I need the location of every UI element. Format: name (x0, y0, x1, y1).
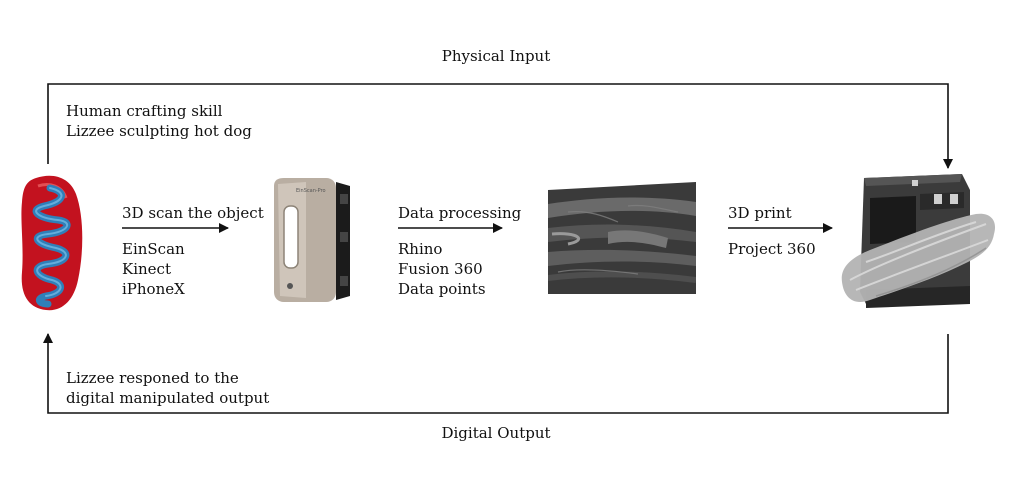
processing-tool-3: Data points (398, 280, 486, 298)
scan-step-label: 3D scan the object (122, 204, 264, 222)
end-note-1: Lizzee responed to the (66, 369, 239, 387)
hot-dog-sculpture-image (21, 175, 83, 311)
processing-tool-1: Rhino (398, 240, 443, 258)
scan-data-image (548, 182, 696, 294)
scan-tool-3: iPhoneX (122, 280, 185, 298)
physical-input-loop (47, 83, 953, 169)
processing-tool-2: Fusion 360 (398, 260, 483, 278)
scan-tool-1: EinScan (122, 240, 185, 258)
start-note-1: Human crafting skill (66, 102, 223, 120)
processing-step-label: Data processing (398, 204, 522, 222)
3d-printer-image (841, 174, 996, 308)
print-tool-1: Project 360 (728, 240, 816, 258)
3d-scanner-image: EinScan-Pro (274, 178, 350, 302)
scanner-brand-text: EinScan-Pro (296, 188, 326, 194)
print-step-label: 3D print (728, 204, 792, 222)
digital-output-label: Digital Output (441, 424, 551, 442)
end-note-2: digital manipulated output (66, 389, 270, 407)
digital-output-loop (43, 333, 949, 414)
scan-tool-2: Kinect (122, 260, 171, 278)
start-note-2: Lizzee sculpting hot dog (66, 122, 252, 140)
physical-input-label: Physical Input (441, 47, 551, 65)
